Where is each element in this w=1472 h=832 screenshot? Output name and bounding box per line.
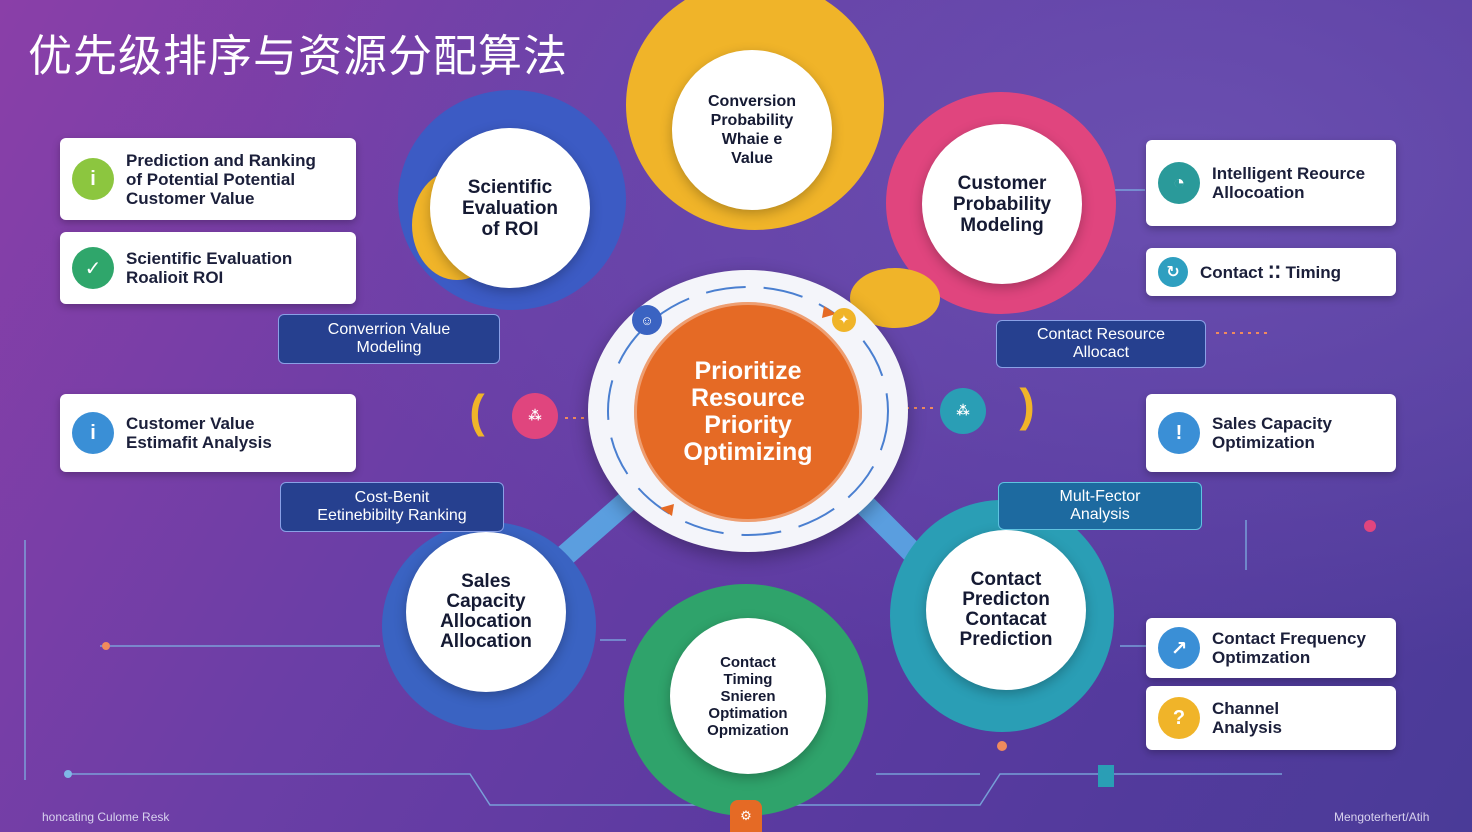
card-contact-timing: ↻ Contact ⁚⁚ Timing	[1146, 248, 1396, 296]
card-line: Optimzation	[1212, 648, 1311, 667]
bubble-line: Timing	[723, 670, 773, 688]
card-line: Contact ⁚⁚ Timing	[1200, 262, 1342, 282]
icon-glyph: ↗	[1170, 637, 1188, 660]
hub-node-icon: ✦	[832, 308, 856, 332]
left-node-icon: ⁂	[512, 393, 558, 439]
bubble-line: Contact	[720, 653, 776, 671]
card-line: Prediction and Ranking	[126, 150, 316, 170]
hub-line: Optimizing	[683, 438, 813, 466]
card-sales-capacity: ! Sales Capacity Optimization	[1146, 394, 1396, 472]
card-line: Estimafit Analysis	[126, 433, 272, 452]
bubble-line: Evaluation	[461, 197, 559, 219]
bubble-line: Probability	[710, 112, 794, 129]
card-line: Customer Value	[126, 188, 255, 208]
bubble-line: Capacity	[446, 591, 526, 612]
tag-multi-factor: Mult-Fector Analysis	[998, 482, 1202, 530]
card-line: Contact Frequency	[1212, 629, 1366, 648]
bubble-sales-capacity: Sales Capacity Allocation Allocation	[406, 532, 566, 692]
tag-line: Eetinebibilty Ranking	[317, 507, 467, 524]
tag-line: Allocact	[1072, 344, 1130, 361]
bubble-line: Contacat	[965, 609, 1047, 630]
bubble-line: Customer	[957, 172, 1047, 194]
bubble-contact-prediction: Contact Predicton Contacat Prediction	[926, 530, 1086, 690]
card-line: Roalioit ROI	[126, 268, 224, 287]
card-intelligent-resource: ◔ Intelligent Reource Allocoation	[1146, 140, 1396, 226]
icon-glyph: !	[1175, 421, 1183, 444]
bubble-scientific-evaluation: Scientific Evaluation of ROI	[430, 128, 590, 288]
question-icon: ?	[1158, 697, 1200, 739]
alert-icon: !	[1158, 412, 1200, 454]
icon-glyph: ?	[1172, 706, 1186, 729]
tag-line: Mult-Fector	[1059, 488, 1141, 505]
tag-line: Converrion Value	[327, 321, 451, 338]
bubble-line: Value	[731, 150, 773, 167]
tag-conversion-value: Converrion Value Modeling	[278, 314, 500, 364]
bubble-line: Predicton	[962, 589, 1050, 610]
card-line: Analysis	[1212, 718, 1282, 737]
card-customer-value: i Customer Value Estimafit Analysis	[60, 394, 356, 472]
card-line: of Potential Potential	[126, 169, 296, 189]
gauge-icon: ◔	[1158, 162, 1200, 204]
bubble-line: Allocation	[440, 631, 532, 652]
tag-line: Analysis	[1070, 506, 1130, 523]
bubble-line: Probability	[952, 193, 1052, 215]
tag-line: Contact Resource	[1036, 326, 1166, 343]
card-prediction-ranking: i Prediction and Ranking of Potential Po…	[60, 138, 356, 220]
bubble-line: Scientific	[467, 176, 553, 198]
bubble-line: Snieren	[720, 687, 776, 705]
card-line: Customer Value	[126, 414, 255, 433]
bubble-line: Prediction	[959, 629, 1053, 650]
card-channel-analysis: ? Channel Analysis	[1146, 686, 1396, 750]
hub-line: Prioritize	[694, 357, 802, 385]
icon-glyph: ◔	[1172, 171, 1186, 194]
refresh-icon: ↻	[1158, 257, 1188, 287]
bubble-line: Conversion	[707, 93, 796, 110]
bottom-node-icon: ⚙	[730, 800, 762, 832]
info-icon: i	[72, 158, 114, 200]
chart-icon: ↗	[1158, 627, 1200, 669]
icon-glyph: i	[90, 421, 96, 444]
icon-glyph: ↻	[1166, 264, 1180, 281]
icon-glyph: i	[90, 167, 96, 190]
card-line: Channel	[1212, 699, 1280, 718]
bubble-line: Opmization	[707, 721, 789, 739]
bubble-line: Allocation	[440, 611, 532, 632]
bubble-customer-probability: Customer Probability Modeling	[922, 124, 1082, 284]
bubble-line: Modeling	[960, 214, 1044, 236]
bubble-line: of ROI	[481, 218, 539, 240]
tag-cost-benefit: Cost-Benit Eetinebibilty Ranking	[280, 482, 504, 532]
page-title: 优先级排序与资源分配算法	[28, 31, 568, 82]
card-scientific-evaluation: ✓ Scientific Evaluation Roalioit ROI	[60, 232, 356, 304]
card-contact-frequency: ↗ Contact Frequency Optimzation	[1146, 618, 1396, 678]
card-line: Optimization	[1212, 433, 1315, 452]
hub-center: Prioritize Resource Priority Optimizing	[634, 302, 862, 522]
card-line: Sales Capacity	[1212, 414, 1333, 433]
bubble-conversion-probability: Conversion Probability Whaie e Value	[672, 50, 832, 210]
right-bracket-icon: )	[1019, 379, 1035, 431]
hub-line: Priority	[704, 411, 792, 439]
hub-node-icon: ☺	[632, 305, 662, 335]
card-line: Allocoation	[1212, 183, 1305, 202]
footer-right: Mengoterhert/Atih	[1334, 810, 1430, 824]
info-icon: i	[72, 412, 114, 454]
right-node-icon: ⁂	[940, 388, 986, 434]
tag-line: Modeling	[356, 339, 422, 356]
left-bracket-icon: (	[469, 385, 485, 437]
tag-contact-resource: Contact Resource Allocact	[996, 320, 1206, 368]
bubble-line: Sales	[461, 571, 511, 592]
footer-left: honcating Culome Resk	[42, 810, 170, 824]
card-line: Scientific Evaluation	[126, 249, 293, 268]
check-icon: ✓	[72, 247, 114, 289]
bubble-contact-timing: Contact Timing Snieren Optimation Opmiza…	[670, 618, 826, 774]
bubble-line: Whaie e	[721, 131, 783, 148]
tag-line: Cost-Benit	[354, 489, 430, 506]
bubble-line: Contact	[970, 569, 1042, 590]
icon-glyph: ✓	[84, 257, 102, 280]
bubble-line: Optimation	[708, 704, 788, 722]
hub-line: Resource	[691, 384, 805, 412]
card-line: Intelligent Reource	[1212, 164, 1366, 183]
